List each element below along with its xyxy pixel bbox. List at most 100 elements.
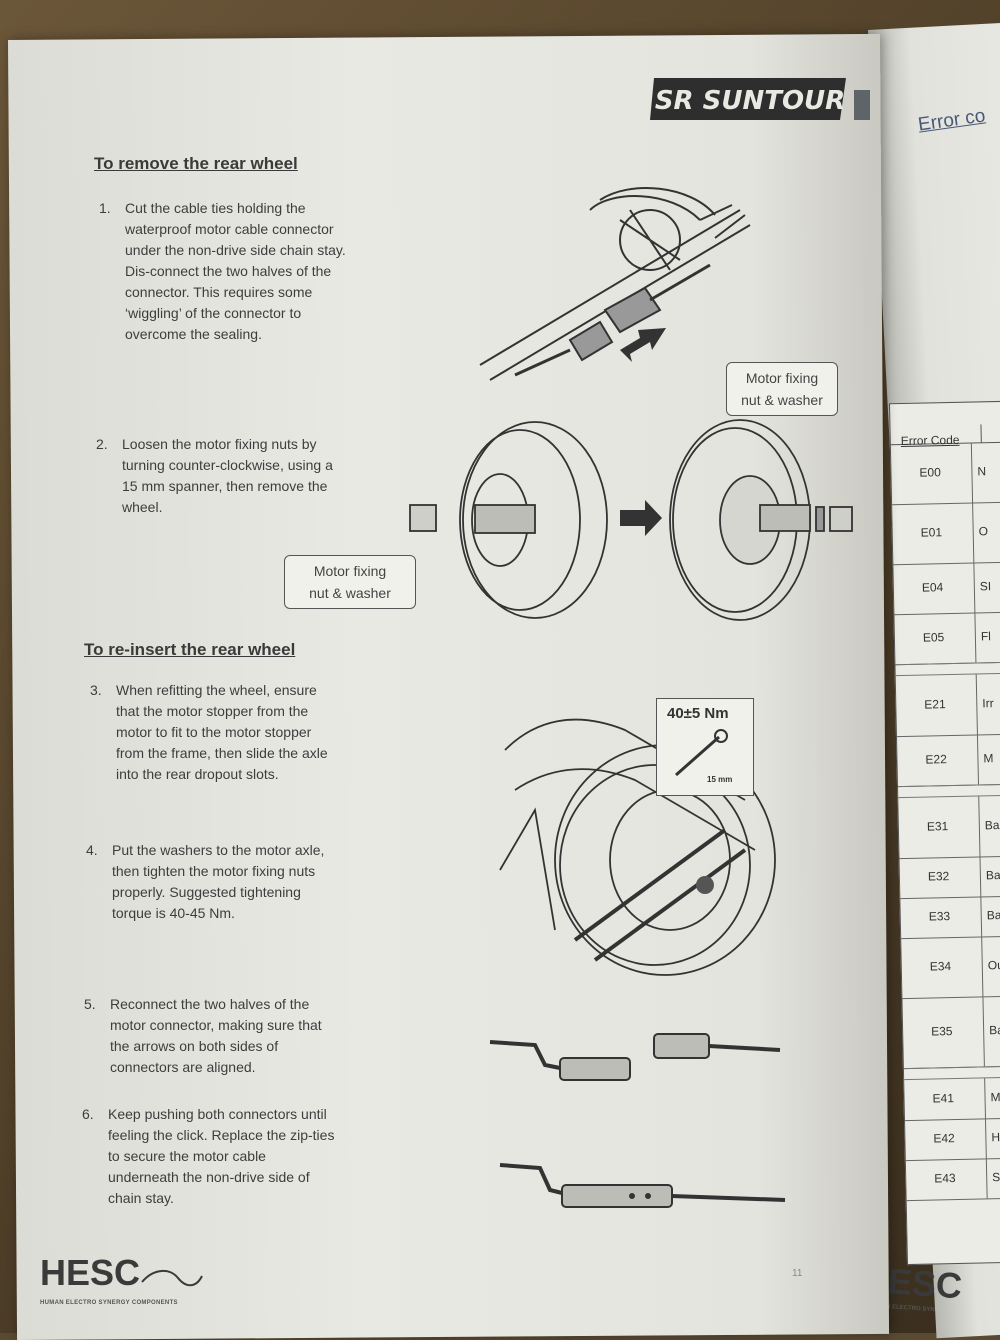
step-4-line: Put the washers to the motor axle,: [112, 842, 325, 858]
connector-joined-illustration: [499, 1163, 786, 1208]
error-code-cell: E00: [919, 465, 941, 480]
step-3-line: into the rear dropout slots.: [116, 766, 279, 782]
error-desc-cell: Ou: [987, 957, 1000, 973]
callout-bottom-line2: nut & washer: [309, 585, 391, 601]
step-4-number: 4.: [86, 842, 98, 858]
step-1-line: overcome the sealing.: [125, 326, 262, 342]
error-desc-cell: SI: [979, 579, 992, 594]
error-desc-cell: Irr: [982, 696, 994, 711]
error-code-cell: E22: [925, 752, 947, 767]
step-3-line: motor to fit to the motor stopper: [116, 724, 312, 740]
step-6-line: underneath the non-drive side of: [108, 1169, 310, 1185]
hesc-logo-text: HESC: [40, 1252, 141, 1293]
spanner-size: 15 mm: [707, 775, 733, 784]
hesc-logo: HESC: [40, 1252, 203, 1294]
error-desc-cell: O: [978, 524, 989, 539]
callout-bottom-line1: Motor fixing: [313, 563, 387, 579]
step-5: 5. Reconnect the two halves of the motor…: [84, 994, 360, 1078]
step-3-number: 3.: [90, 682, 102, 698]
error-code-cell: E05: [922, 630, 945, 645]
error-table-row: E33 Ba: [900, 895, 1000, 940]
error-table-row: E00 N: [890, 441, 1000, 506]
torque-value: 40±5 Nm: [667, 705, 729, 722]
remove-wheel-heading: To remove the rear wheel: [94, 154, 298, 173]
sr-suntour-logo-text: SR SUNTOUR: [655, 86, 845, 116]
sr-suntour-logo: SR SUNTOUR: [650, 78, 870, 120]
step-2-line: wheel.: [122, 499, 163, 515]
step-2-line: turning counter-clockwise, using a: [122, 457, 333, 473]
step-1-number: 1.: [99, 200, 111, 216]
motor-fixing-callout-top: Motor fixing nut & washer: [726, 362, 838, 416]
step-4-line: properly. Suggested tightening: [112, 884, 301, 900]
step-6-line: feeling the click. Replace the zip-ties: [108, 1127, 335, 1143]
page-number: 11: [792, 1268, 803, 1279]
error-code-cell: E34: [929, 959, 952, 974]
step-3-line: When refitting the wheel, ensure: [116, 682, 317, 698]
step-4-line: then tighten the motor fixing nuts: [112, 863, 316, 879]
step-1: 1. Cut the cable ties holding the waterp…: [99, 198, 375, 345]
error-code-cell: E41: [932, 1091, 955, 1106]
error-table-row: E22 M: [896, 733, 1000, 788]
step-5-line: motor connector, making sure that: [110, 1017, 322, 1033]
error-desc-cell: Ba: [984, 818, 1000, 833]
step-5-line: connectors are aligned.: [110, 1059, 256, 1075]
step-3-line: from the frame, then slide the axle: [116, 745, 328, 761]
connector-disconnect-illustration: [479, 187, 751, 381]
step-2: 2. Loosen the motor fixing nuts by turni…: [96, 434, 372, 518]
error-code-cell: E43: [934, 1171, 956, 1186]
step-6-line: Keep pushing both connectors until: [108, 1106, 327, 1122]
error-code-cell: E21: [924, 697, 946, 712]
error-table-header: Error Code: [890, 401, 1000, 448]
error-code-cell: E33: [928, 909, 951, 924]
step-6-line: chain stay.: [108, 1190, 174, 1206]
step-1-line: ‘wiggling’ of the connector to: [125, 305, 302, 321]
step-4: 4. Put the washers to the motor axle, th…: [86, 840, 362, 924]
error-desc-cell: N: [977, 464, 987, 479]
wheel-refit-illustration: [499, 718, 776, 976]
step-1-line: Dis-connect the two halves of the: [125, 263, 332, 279]
error-code-cell: E31: [926, 819, 949, 834]
error-table-row: E35 Ba: [902, 995, 1000, 1070]
error-table-row: E21 Irr: [895, 673, 1000, 738]
step-2-number: 2.: [96, 436, 108, 452]
torque-callout: 40±5 Nm 15 mm: [656, 698, 754, 796]
hesc-tagline: HUMAN ELECTRO SYNERGY COMPONENTS: [40, 1300, 178, 1306]
step-4-line: torque is 40-45 Nm.: [112, 905, 235, 921]
step-5-line: the arrows on both sides of: [110, 1038, 279, 1054]
callout-top-line2: nut & washer: [741, 392, 823, 408]
step-3-line: that the motor stopper from the: [116, 703, 309, 719]
step-1-line: connector. This requires some: [125, 284, 313, 300]
motor-fixing-callout-bottom: Motor fixing nut & washer: [284, 555, 416, 609]
error-table-row: E31 Ba: [898, 795, 1000, 860]
error-desc-cell: Ba: [986, 908, 1000, 923]
error-code-cell: E01: [920, 525, 943, 540]
error-desc-cell: M: [983, 751, 994, 766]
error-code-cell: E32: [927, 869, 950, 884]
step-2-line: 15 mm spanner, then remove the: [122, 478, 328, 494]
step-6-number: 6.: [82, 1106, 94, 1122]
step-2-line: Loosen the motor fixing nuts by: [122, 436, 317, 452]
step-6-line: to secure the motor cable: [108, 1148, 266, 1164]
hesc-wave-icon: [141, 1270, 203, 1287]
error-desc-cell: Ba: [988, 1023, 1000, 1038]
step-1-line: waterproof motor cable connector: [125, 221, 334, 237]
error-table-row: E34 Ou: [901, 935, 1000, 1000]
error-table-row: E32 Ba: [899, 855, 1000, 900]
step-6: 6. Keep pushing both connectors until fe…: [82, 1104, 358, 1209]
error-code-cell: E42: [933, 1131, 955, 1146]
step-3: 3. When refitting the wheel, ensure that…: [90, 680, 366, 785]
connector-align-illustration: [489, 1033, 781, 1081]
callout-top-line1: Motor fixing: [745, 370, 819, 386]
error-table-row: E01 O: [892, 501, 1000, 566]
step-5-line: Reconnect the two halves of the: [110, 996, 310, 1012]
spanner-icon: [675, 729, 728, 777]
step-5-number: 5.: [84, 996, 96, 1012]
error-code-cell: E35: [931, 1024, 953, 1039]
error-desc-cell: Ba: [985, 868, 1000, 883]
